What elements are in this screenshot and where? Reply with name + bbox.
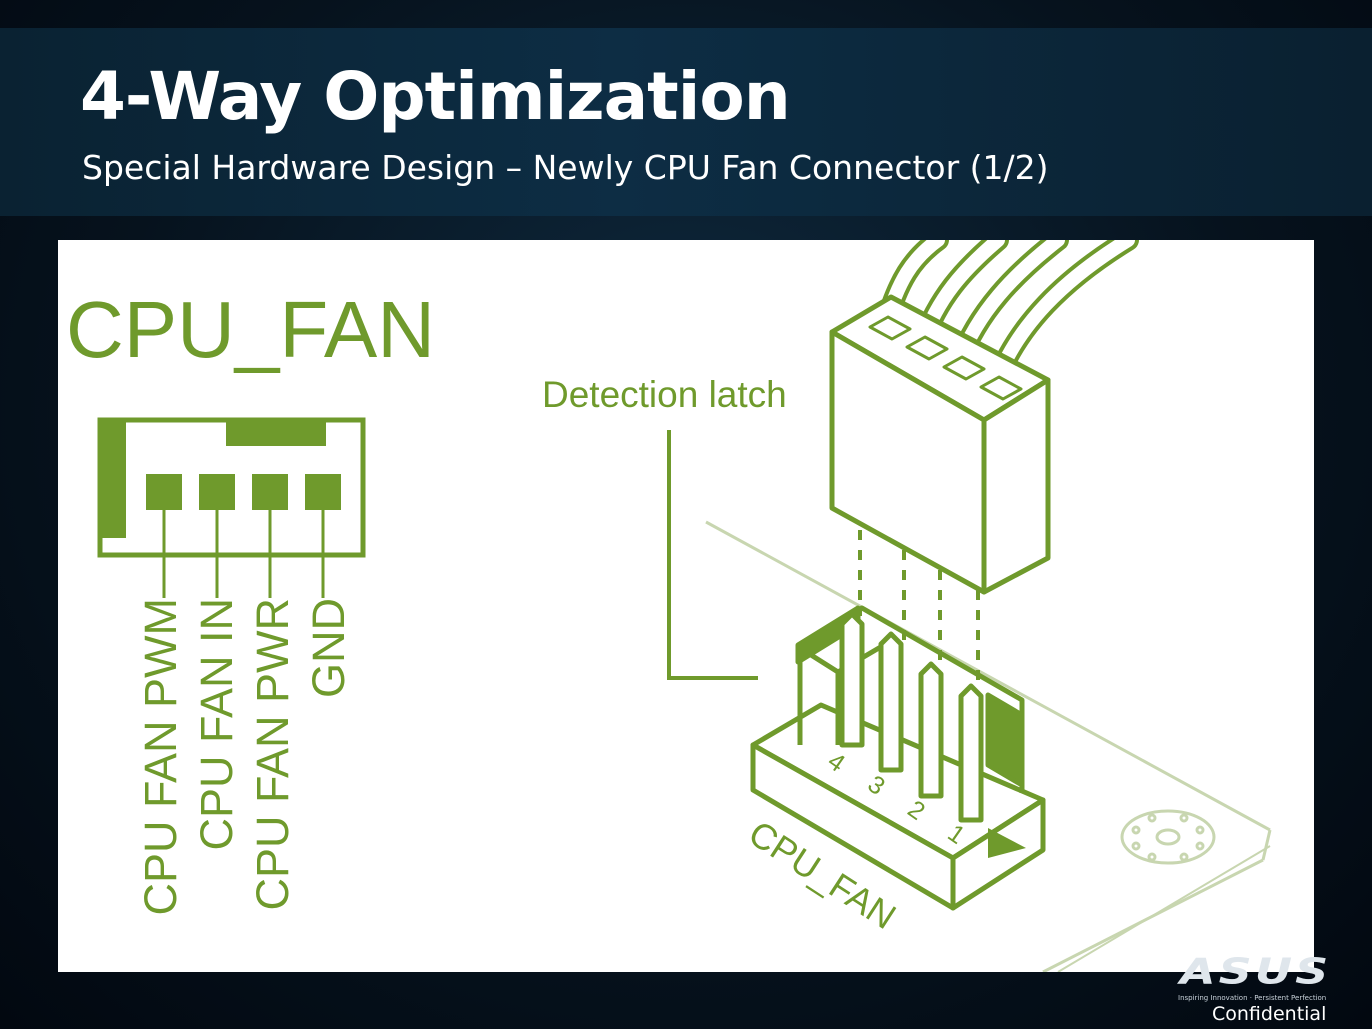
pin-label-cpu-fan-pwr: CPU FAN PWR [247, 598, 298, 911]
pin-label-cpu-fan-in: CPU FAN IN [191, 598, 242, 851]
latch-callout-line [667, 430, 758, 680]
header-pins [839, 611, 984, 823]
pin-label-cpu-fan-pwm: CPU FAN PWM [135, 598, 186, 916]
header-pin-1 [146, 474, 182, 510]
header-pin-4 [305, 474, 341, 510]
slide-title: 4-Way Optimization [80, 58, 791, 135]
header-notch [226, 420, 326, 446]
asus-logo: ASUS [1180, 950, 1332, 993]
fan-cable-plug [829, 294, 1051, 595]
pin1-arrow-icon [988, 828, 1026, 858]
connector-diagram: 4 3 2 1 CPU_FAN [97, 240, 1272, 972]
confidential-label: Confidential [1212, 1003, 1327, 1025]
header-pin-2 [199, 474, 235, 510]
diagram-panel: 4 3 2 1 CPU_FAN CPU_FAN Detection latch … [58, 240, 1314, 972]
header-band [0, 28, 1372, 216]
header-pin-3 [252, 474, 288, 510]
header-pin-3 [878, 631, 904, 773]
alignment-guides [858, 530, 980, 680]
cpu-fan-heading: CPU_FAN [66, 285, 435, 374]
header-pin-2 [918, 661, 944, 799]
header-pin-4 [839, 611, 865, 748]
detection-latch-label: Detection latch [542, 374, 787, 415]
header-schematic [97, 417, 366, 598]
pcb-board [705, 520, 1272, 972]
pin-label-gnd: GND [303, 598, 354, 698]
header-pin-1 [958, 683, 984, 823]
slide-subtitle: Special Hardware Design – Newly CPU Fan … [82, 148, 1049, 187]
mounting-hole-icon [1120, 809, 1216, 865]
header-key-bar [100, 420, 126, 538]
asus-tagline: Inspiring Innovation · Persistent Perfec… [1178, 994, 1327, 1002]
